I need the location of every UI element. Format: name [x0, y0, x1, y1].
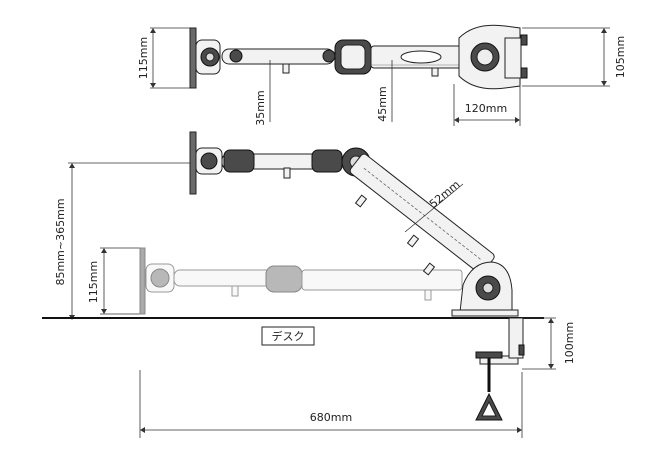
dim-top-base-height: 105mm [614, 36, 627, 78]
dim-arm-diameter: 52mm [427, 178, 463, 211]
dim-top-arm1-offset: 35mm [254, 90, 267, 125]
side-lift-arm [349, 153, 495, 274]
dim-total-reach: 680mm [310, 411, 352, 424]
desk-label: デスク [272, 329, 305, 343]
lowered-arm-ghost [139, 247, 463, 315]
dim-clamp-depth: 100mm [563, 322, 576, 364]
dim-low-panel-height: 115mm [87, 261, 100, 303]
desk-label-box [261, 326, 315, 346]
top-view: 115mm 105mm 35m [137, 24, 627, 126]
top-monitor-plate [189, 27, 197, 89]
desk-clamp [475, 317, 525, 421]
side-view: 85mm~365mm 115mm [42, 131, 576, 438]
dim-top-panel-height: 115mm [137, 37, 150, 79]
dim-top-base-width: 120mm [465, 102, 507, 115]
dim-height-range: 85mm~365mm [54, 198, 67, 285]
side-monitor-plate [189, 131, 197, 195]
dim-top-arm2-offset: 45mm [376, 86, 389, 121]
